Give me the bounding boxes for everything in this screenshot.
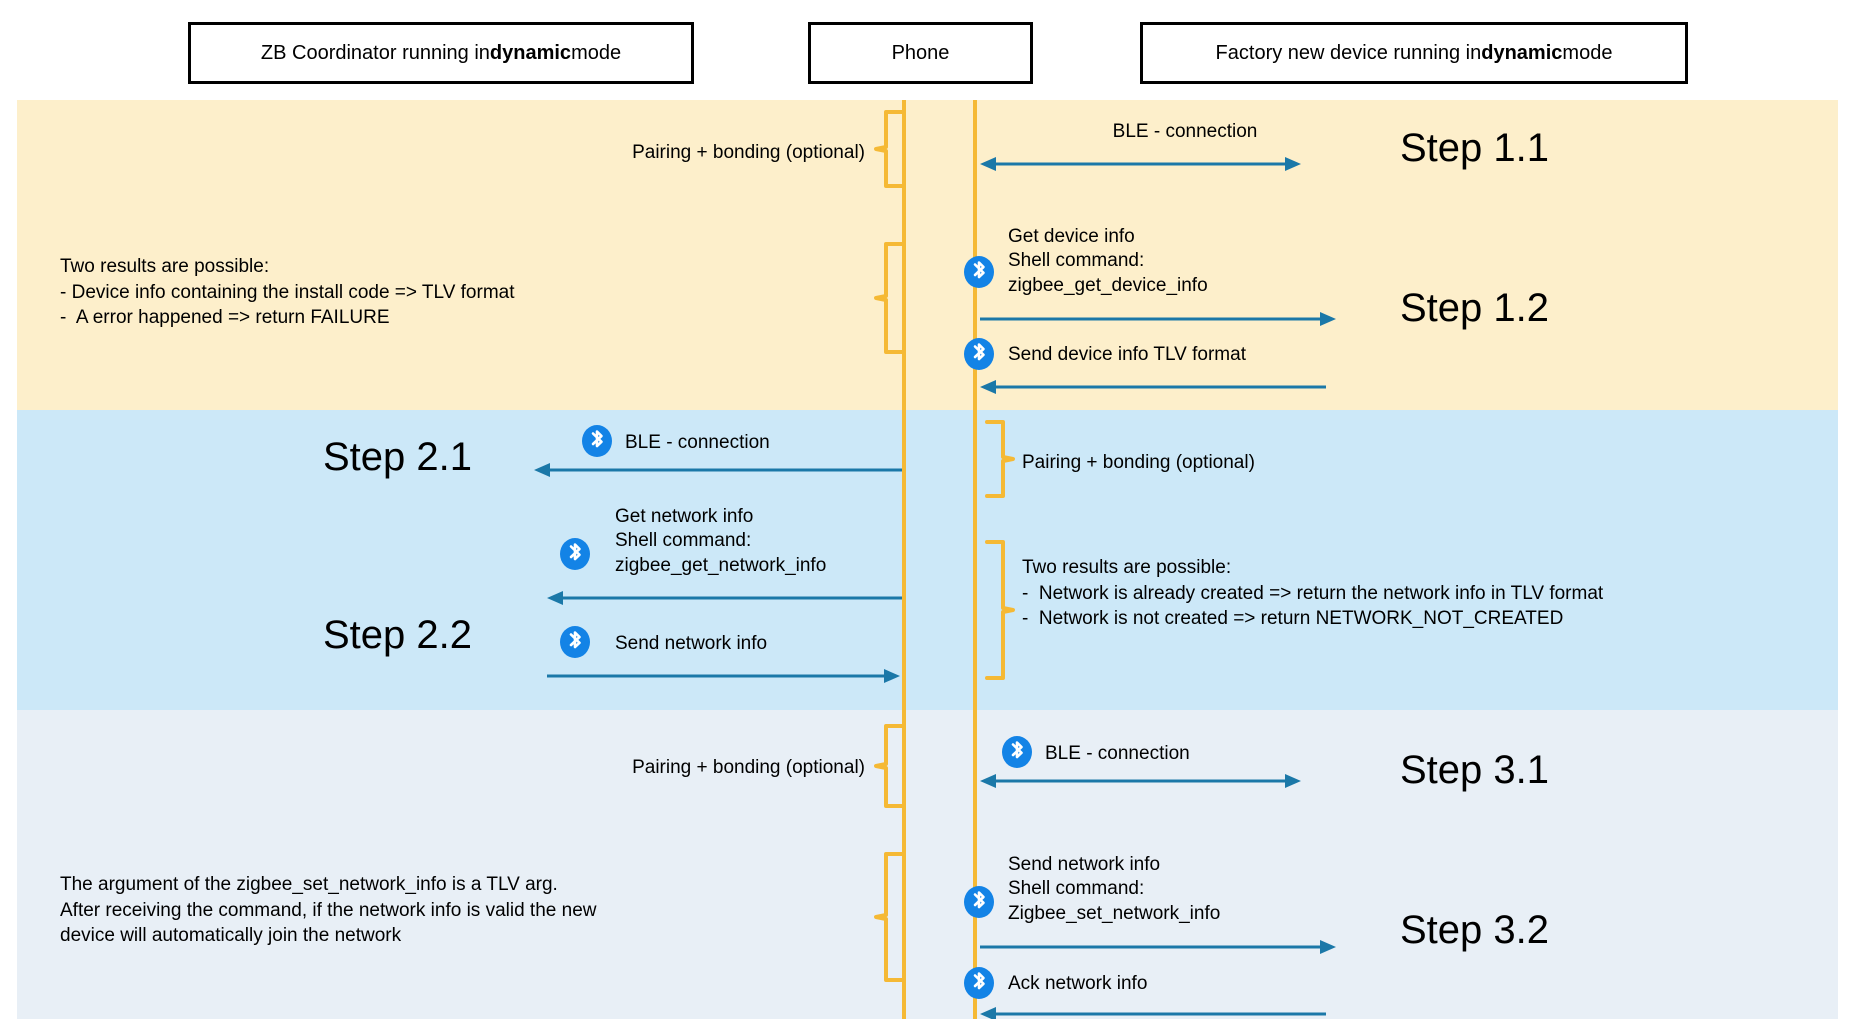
brace-step-3-2 — [874, 852, 904, 982]
bluetooth-icon-3-2-1 — [962, 885, 996, 919]
note-step-1-2: Two results are possible: - Device info … — [60, 256, 515, 329]
message-label-1-2-2: Send device info TLV format — [1008, 344, 1246, 365]
lifeline-right — [973, 100, 977, 1019]
header-phone-label: Phone — [891, 42, 950, 64]
brace-step-3-1 — [874, 724, 904, 808]
section-band-2 — [17, 410, 1838, 710]
bluetooth-icon-3-1-1 — [1000, 735, 1034, 769]
arrow-get-network-info — [545, 589, 902, 607]
header-factory-device: Factory new device running in dynamic mo… — [1140, 22, 1688, 84]
message-label-1-2-1: Get device info Shell command: zigbee_ge… — [1008, 226, 1208, 296]
brace-step-2-2 — [985, 540, 1015, 680]
note-step-1-1: Pairing + bonding (optional) — [632, 142, 865, 163]
message-label-2-2-1: Get network info Shell command: zigbee_g… — [615, 506, 827, 576]
bluetooth-icon-3-2-2 — [962, 966, 996, 1000]
message-label-3-1-1: BLE - connection — [1045, 743, 1190, 764]
step-label-3-1: Step 3.1 — [1400, 748, 1550, 792]
header-coordinator-pre: ZB Coordinator running in — [260, 42, 490, 64]
arrow-ble-connection-2-1 — [532, 461, 902, 479]
step-label-2-1: Step 2.1 — [323, 435, 473, 479]
bluetooth-icon-2-1-1 — [580, 424, 614, 458]
brace-step-1-1 — [874, 110, 904, 188]
bluetooth-icon-2-2-2 — [558, 625, 592, 659]
header-device-post: mode — [1562, 42, 1613, 64]
note-step-3-2: The argument of the zigbee_set_network_i… — [60, 874, 597, 947]
header-phone: Phone — [808, 22, 1033, 84]
arrow-get-device-info — [978, 310, 1338, 328]
step-label-1-1: Step 1.1 — [1400, 126, 1550, 170]
message-label-2-1-1: BLE - connection — [625, 432, 770, 453]
brace-step-1-2 — [874, 242, 904, 354]
bluetooth-icon-2-2-1 — [558, 537, 592, 571]
step-label-2-2: Step 2.2 — [323, 613, 473, 657]
note-step-2-1: Pairing + bonding (optional) — [1022, 452, 1255, 473]
header-device-pre: Factory new device running in — [1215, 42, 1482, 64]
note-step-2-2: Two results are possible: - Network is a… — [1022, 557, 1604, 630]
message-label-2-2-2: Send network info — [615, 633, 768, 654]
arrow-ble-connection-1-1 — [978, 155, 1303, 173]
arrow-send-device-info — [978, 378, 1328, 396]
message-label-3-2-1: Send network info Shell command: Zigbee_… — [1008, 854, 1221, 924]
header-coordinator-bold: dynamic — [489, 42, 572, 64]
step-label-1-2: Step 1.2 — [1400, 286, 1550, 330]
arrow-ack-network-info — [978, 1005, 1328, 1019]
arrow-ble-connection-3-1 — [978, 772, 1303, 790]
header-zb-coordinator: ZB Coordinator running in dynamic mode — [188, 22, 694, 84]
step-label-3-2: Step 3.2 — [1400, 908, 1550, 952]
section-band-3 — [17, 710, 1838, 1019]
arrow-send-network-info — [545, 667, 902, 685]
header-coordinator-post: mode — [571, 42, 622, 64]
arrow-send-network-info-3-2 — [978, 938, 1338, 956]
bluetooth-icon-1-2-1 — [962, 255, 996, 289]
message-label-3-2-2: Ack network info — [1008, 973, 1148, 994]
brace-step-2-1 — [985, 420, 1015, 498]
message-label-1-1-1: BLE - connection — [1112, 121, 1258, 142]
header-device-bold: dynamic — [1481, 42, 1563, 64]
lifeline-left — [902, 100, 906, 1019]
section-band-1 — [17, 100, 1838, 410]
bluetooth-icon-1-2-2 — [962, 337, 996, 371]
note-step-3-1: Pairing + bonding (optional) — [632, 757, 865, 778]
